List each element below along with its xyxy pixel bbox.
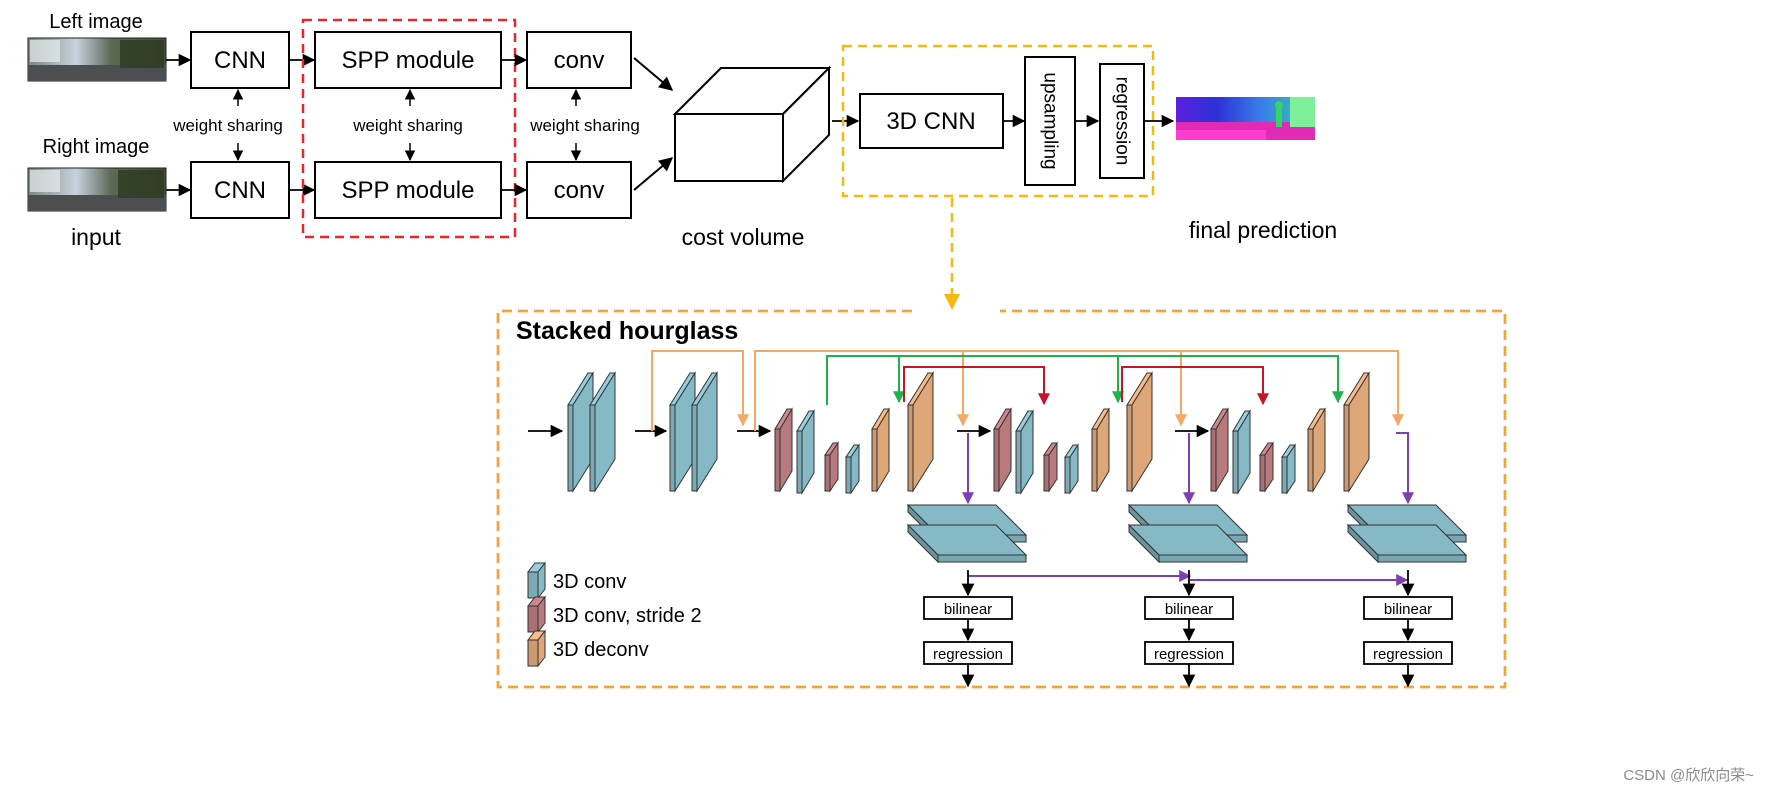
- red-skip-connections: [903, 366, 1269, 406]
- legend: 3D conv 3D conv, stride 2 3D deconv: [526, 561, 702, 668]
- layer-block-s2: [824, 441, 839, 493]
- spp-top-label: SPP module: [342, 47, 475, 74]
- 3d-conv-block-icon: [526, 561, 547, 600]
- arrow: [633, 157, 674, 191]
- upsampling-box: [1024, 56, 1076, 186]
- conv-top-label: conv: [554, 47, 605, 74]
- output-slabs: [1127, 503, 1249, 564]
- regression-label: regression: [1373, 646, 1443, 663]
- cnn-bottom-label: CNN: [214, 177, 266, 204]
- right-image-label: Right image: [43, 136, 150, 158]
- layer-block-conv: [1015, 409, 1034, 495]
- conv-top-box: [526, 31, 632, 89]
- regression-vertical-label: regression: [1112, 77, 1133, 166]
- conv-bottom-box: [526, 161, 632, 219]
- layer-block-conv: [589, 371, 616, 493]
- layer-blocks: [567, 371, 1370, 495]
- layer-block-conv: [669, 371, 696, 493]
- layer-block-s2: [993, 407, 1012, 493]
- cost-volume-cube: [672, 65, 832, 184]
- layer-block-deconv: [1307, 407, 1326, 493]
- weight-sharing-label-1: weight sharing: [172, 116, 283, 135]
- 3d-cnn-dashed-frame: [841, 44, 1155, 198]
- legend-label: 3D deconv: [553, 639, 649, 661]
- cost-volume-label: cost volume: [682, 224, 805, 250]
- left-image-label: Left image: [49, 11, 142, 33]
- regression-label: regression: [1154, 646, 1224, 663]
- 3d-cnn-label: 3D CNN: [886, 108, 975, 135]
- layer-block-deconv: [1091, 407, 1110, 493]
- bilinear-label: bilinear: [1384, 601, 1432, 618]
- layer-block-conv: [567, 371, 594, 493]
- final-prediction-label: final prediction: [1189, 217, 1337, 243]
- layer-block-conv: [1232, 409, 1251, 495]
- legend-item: 3D conv: [526, 561, 626, 600]
- legend-item: 3D deconv: [526, 629, 649, 668]
- orange-skip-connections: [651, 350, 1404, 431]
- input-label: input: [71, 224, 121, 250]
- regression-label: regression: [933, 646, 1003, 663]
- layer-block-conv: [691, 371, 718, 493]
- layer-block-deconv: [907, 371, 934, 493]
- spp-bottom-box: [314, 161, 502, 219]
- green-skip-connections: [826, 355, 1344, 405]
- stacked-hourglass-title: Stacked hourglass: [516, 317, 738, 345]
- layer-block-conv: [1281, 443, 1296, 495]
- output-branches: bilinear regression bilinear regression bili…: [906, 503, 1468, 688]
- layer-block-s2: [1043, 441, 1058, 493]
- final-prediction-disparity-map: [1176, 97, 1315, 140]
- layer-block-s2: [1259, 441, 1274, 493]
- purple-connections: [962, 432, 1414, 586]
- legend-swatch: [526, 561, 547, 600]
- legend-item: 3D conv, stride 2: [526, 595, 702, 634]
- legend-label: 3D conv: [553, 571, 626, 593]
- stacked-hourglass-frame: [496, 309, 1507, 689]
- layer-block-deconv: [1126, 371, 1153, 493]
- layer-block-deconv: [1343, 371, 1370, 493]
- cnn-top-label: CNN: [214, 47, 266, 74]
- layer-block-conv: [1064, 443, 1079, 495]
- legend-label: 3D conv, stride 2: [553, 605, 702, 627]
- bilinear-label: bilinear: [944, 601, 992, 618]
- layer-block-deconv: [871, 407, 890, 493]
- regression-vertical-box: [1099, 63, 1145, 179]
- weight-sharing-label-2: weight sharing: [352, 116, 463, 135]
- upsampling-label: upsampling: [1040, 72, 1061, 169]
- arrow: [633, 57, 674, 91]
- weight-sharing-label-3: weight sharing: [529, 116, 640, 135]
- bilinear-label: bilinear: [1165, 601, 1213, 618]
- layer-block-conv: [845, 443, 860, 495]
- left-image-thumbnail: [27, 37, 167, 82]
- spp-bottom-label: SPP module: [342, 177, 475, 204]
- legend-swatch: [526, 595, 547, 634]
- 3d-deconv-block-icon: [526, 629, 547, 668]
- watermark: CSDN @欣欣向荣~: [1623, 767, 1754, 784]
- output-slabs: [906, 503, 1028, 564]
- connector-arrowhead: [944, 294, 960, 310]
- 3d-conv-stride2-block-icon: [526, 595, 547, 634]
- legend-swatch: [526, 629, 547, 668]
- spp-dashed-frame: [301, 18, 517, 239]
- layer-block-conv: [796, 409, 815, 495]
- conv-bottom-label: conv: [554, 177, 605, 204]
- layer-block-s2: [1210, 407, 1229, 493]
- output-slabs: [1346, 503, 1468, 564]
- layer-block-s2: [774, 407, 793, 493]
- right-image-thumbnail: [27, 167, 167, 212]
- spp-top-box: [314, 31, 502, 89]
- 3d-cnn-box: [859, 93, 1004, 149]
